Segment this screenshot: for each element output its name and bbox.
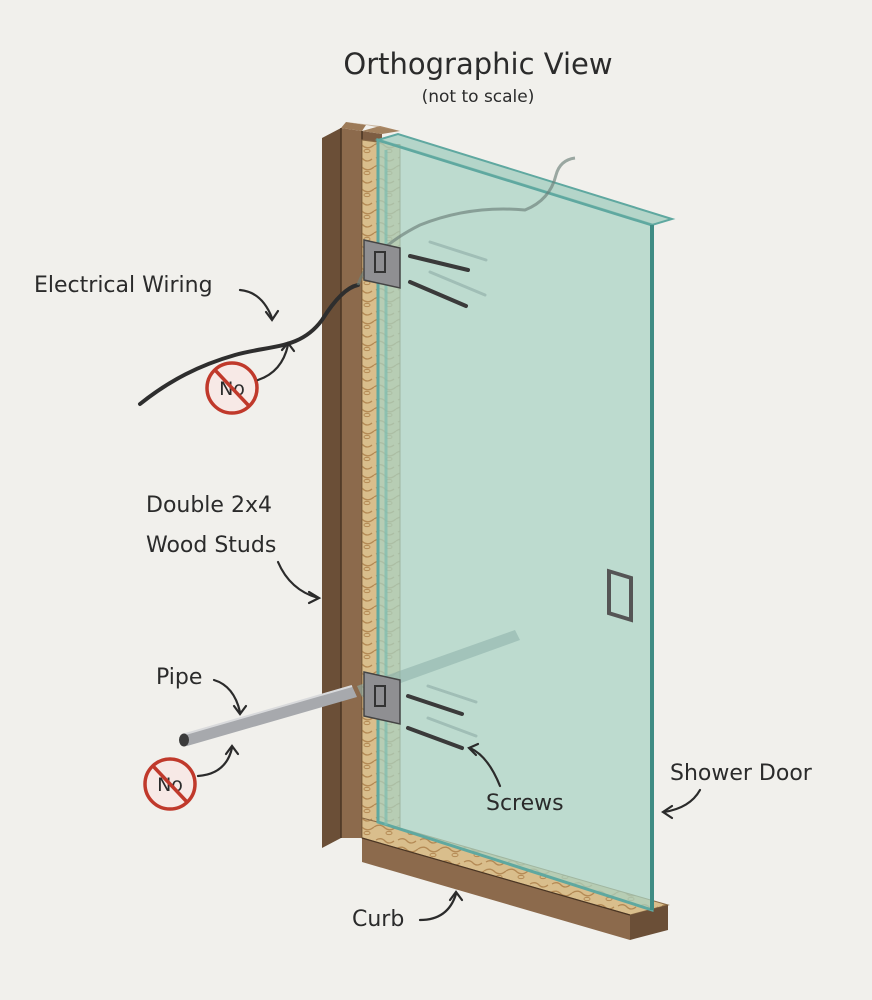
diagram-subtitle: (not to scale) <box>422 87 535 107</box>
label-studs-line2: Wood Studs <box>146 533 276 558</box>
label-electrical-wiring: Electrical Wiring <box>34 273 213 298</box>
label-pipe: Pipe <box>156 665 202 690</box>
handle-icon <box>607 568 633 623</box>
label-curb: Curb <box>352 907 404 932</box>
shower-door <box>356 132 676 913</box>
label-screws: Screws <box>486 791 564 816</box>
pipe <box>179 685 357 747</box>
hinge-icon <box>363 239 401 725</box>
no-sign-icon: No <box>143 757 197 811</box>
screw-icon <box>406 240 488 750</box>
label-studs-line1: Double 2x4 <box>146 493 272 518</box>
label-shower-door: Shower Door <box>670 761 813 786</box>
leader-arrows <box>196 288 702 922</box>
diagram-title: Orthographic View <box>343 47 612 81</box>
electrical-wiring <box>138 283 360 406</box>
no-sign-icon: No <box>205 361 259 415</box>
